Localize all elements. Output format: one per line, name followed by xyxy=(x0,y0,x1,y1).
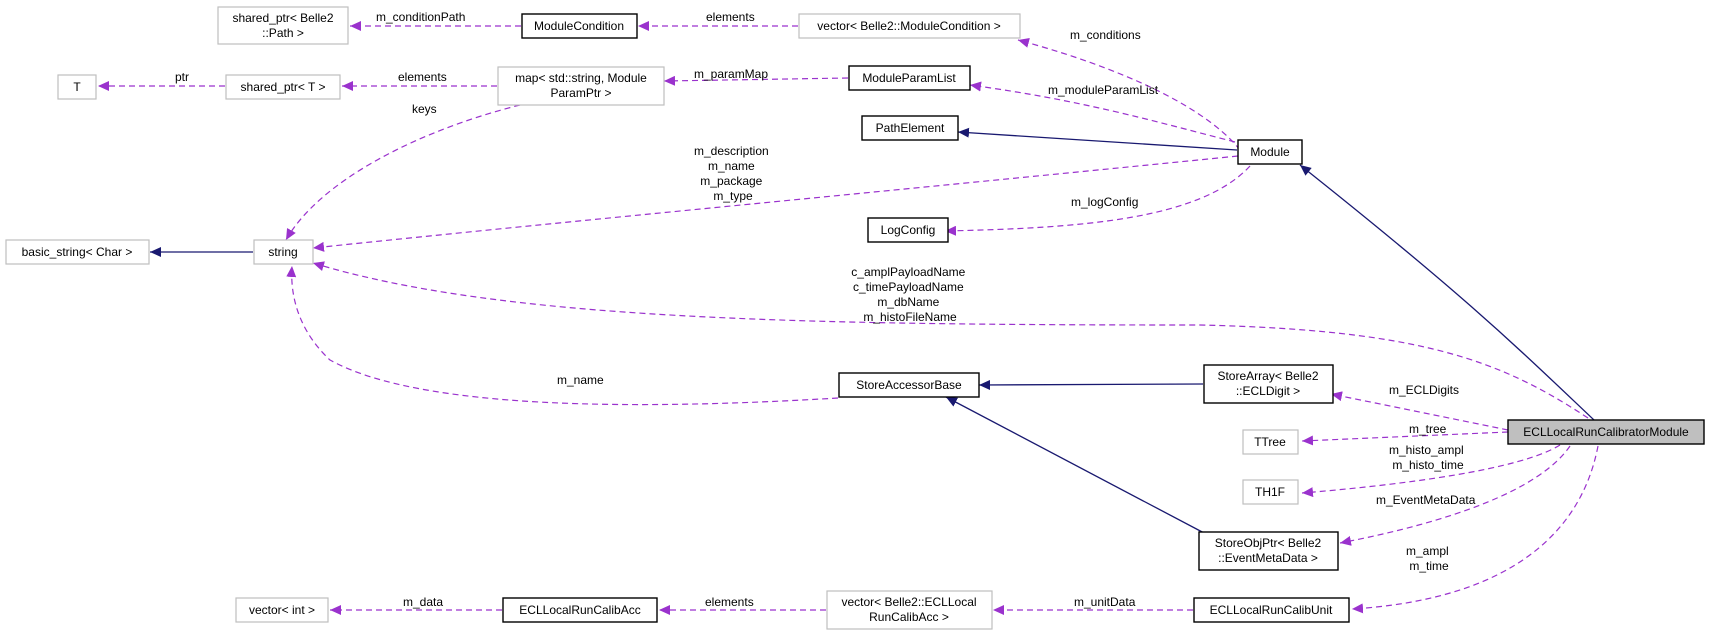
edge-module-to-log-config xyxy=(944,165,1251,236)
edge-calibrator-to-store-array xyxy=(1330,391,1509,431)
svg-text:vector< Belle2::ModuleConditio: vector< Belle2::ModuleCondition > xyxy=(817,19,1000,33)
label-m-ecl-digits: m_ECLDigits xyxy=(1389,383,1459,397)
svg-text:shared_ptr< Belle2::Path >: shared_ptr< Belle2::Path > xyxy=(232,11,333,40)
svg-text:TH1F: TH1F xyxy=(1255,485,1285,499)
svg-text:ECLLocalRunCalibUnit: ECLLocalRunCalibUnit xyxy=(1210,603,1333,617)
label-elements-condition: elements xyxy=(706,10,755,24)
svg-text:ECLLocalRunCalibratorModule: ECLLocalRunCalibratorModule xyxy=(1523,425,1689,439)
node-string[interactable]: string xyxy=(253,239,314,265)
label-elements-map: elements xyxy=(398,70,447,84)
node-module-condition[interactable]: ModuleCondition xyxy=(521,13,638,39)
node-basic-string[interactable]: basic_string< Char > xyxy=(5,239,150,265)
edge-calibrator-to-string xyxy=(312,261,1589,419)
node-t[interactable]: T xyxy=(57,74,97,100)
node-module-param-list[interactable]: ModuleParamList xyxy=(848,65,971,91)
svg-text:ModuleCondition: ModuleCondition xyxy=(534,19,624,33)
edge-labels: m_conditionPath elements m_conditions pt… xyxy=(175,10,1476,609)
node-store-array-ecldigit[interactable]: StoreArray< Belle2::ECLDigit > xyxy=(1203,364,1334,404)
edge-map-to-string xyxy=(285,104,521,241)
label-m-data: m_data xyxy=(403,595,443,609)
label-m-log-config: m_logConfig xyxy=(1071,195,1138,209)
label-m-histo: m_histo_ampl m_histo_time xyxy=(1389,443,1467,472)
svg-text:ECLLocalRunCalibAcc: ECLLocalRunCalibAcc xyxy=(519,603,640,617)
node-shared-ptr-path[interactable]: shared_ptr< Belle2::Path > xyxy=(217,6,349,45)
label-m-name-store: m_name xyxy=(557,373,604,387)
edge-module-to-module-param-list xyxy=(969,81,1236,143)
node-log-config[interactable]: LogConfig xyxy=(867,217,949,243)
label-elements-acc: elements xyxy=(705,595,754,609)
svg-text:basic_string< Char >: basic_string< Char > xyxy=(22,245,133,259)
svg-text:PathElement: PathElement xyxy=(876,121,945,135)
edge-module-to-string xyxy=(312,155,1239,252)
label-keys: keys xyxy=(412,102,437,116)
edge-calibrator-to-ttree xyxy=(1301,431,1509,446)
svg-text:LogConfig: LogConfig xyxy=(881,223,936,237)
node-shared-ptr-t[interactable]: shared_ptr< T > xyxy=(225,74,341,100)
svg-text:Module: Module xyxy=(1250,145,1290,159)
svg-text:StoreAccessorBase: StoreAccessorBase xyxy=(856,378,962,392)
edge-store-accessor-to-string xyxy=(286,265,839,406)
node-module[interactable]: Module xyxy=(1237,139,1303,165)
label-ptr: ptr xyxy=(175,70,189,84)
svg-text:StoreObjPtr< Belle2::EventMeta: StoreObjPtr< Belle2::EventMetaData > xyxy=(1215,536,1322,565)
edge-module-to-vector-condition xyxy=(1017,38,1241,151)
svg-text:ModuleParamList: ModuleParamList xyxy=(862,71,956,85)
edge-module-to-path-element xyxy=(957,127,1238,151)
node-th1f[interactable]: TH1F xyxy=(1242,479,1299,505)
label-module-strings: m_description m_name m_package m_type xyxy=(694,144,772,203)
node-vector-int[interactable]: vector< int > xyxy=(235,597,329,623)
node-vector-module-condition[interactable]: vector< Belle2::ModuleCondition > xyxy=(798,13,1021,39)
label-calib-strings: c_amplPayloadName c_timePayloadName m_db… xyxy=(851,265,968,324)
node-ttree[interactable]: TTree xyxy=(1242,429,1299,455)
node-ecl-local-run-calib-unit[interactable]: ECLLocalRunCalibUnit xyxy=(1193,597,1350,623)
edges xyxy=(98,21,1599,615)
edge-module-param-list-to-map xyxy=(663,75,849,86)
node-store-obj-ptr-event[interactable]: StoreObjPtr< Belle2::EventMetaData > xyxy=(1198,531,1339,571)
label-m-module-param-list: m_moduleParamList xyxy=(1048,83,1159,97)
svg-text:StoreArray< Belle2::ECLDigit >: StoreArray< Belle2::ECLDigit > xyxy=(1217,369,1318,398)
svg-text:vector< Belle2::ECLLocalRunCal: vector< Belle2::ECLLocalRunCalibAcc > xyxy=(841,595,976,624)
edge-calibrator-to-th1f xyxy=(1301,444,1561,498)
label-m-unit-data: m_unitData xyxy=(1074,595,1136,609)
svg-text:string: string xyxy=(268,245,297,259)
svg-text:shared_ptr< T >: shared_ptr< T > xyxy=(241,80,326,94)
edge-store-obj-ptr-to-store-accessor xyxy=(945,396,1207,535)
label-m-conditions: m_conditions xyxy=(1070,28,1141,42)
edge-store-array-to-store-accessor xyxy=(978,379,1204,390)
node-path-element[interactable]: PathElement xyxy=(861,115,959,141)
nodes: shared_ptr< Belle2::Path > ModuleConditi… xyxy=(5,6,1705,630)
svg-text:TTree: TTree xyxy=(1254,435,1286,449)
label-m-condition-path: m_conditionPath xyxy=(376,10,465,24)
node-ecl-local-run-calib-acc[interactable]: ECLLocalRunCalibAcc xyxy=(502,597,658,623)
label-m-event-meta-data: m_EventMetaData xyxy=(1376,493,1476,507)
label-m-param-map: m_paramMap xyxy=(694,67,768,81)
edge-calibrator-to-calib-unit xyxy=(1351,445,1599,614)
edge-calibrator-to-module xyxy=(1299,164,1595,421)
label-m-tree: m_tree xyxy=(1409,422,1447,436)
node-ecl-local-run-calibrator-module[interactable]: ECLLocalRunCalibratorModule xyxy=(1507,419,1705,445)
node-store-accessor-base[interactable]: StoreAccessorBase xyxy=(838,372,980,398)
label-m-ampl-time: m_ampl m_time xyxy=(1406,544,1452,573)
svg-text:vector< int >: vector< int > xyxy=(249,603,315,617)
svg-text:T: T xyxy=(73,80,81,94)
edge-calibrator-to-store-obj-ptr xyxy=(1339,445,1571,546)
